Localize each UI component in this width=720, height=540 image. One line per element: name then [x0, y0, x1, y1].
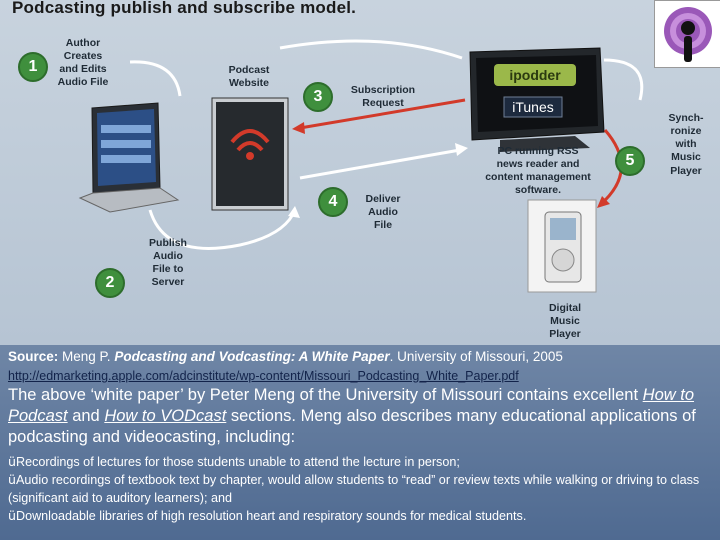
podcast-website-label: Podcast Website	[228, 64, 270, 90]
step-3-badge: 3	[303, 82, 333, 112]
subscription-request-label: Subscription Request	[350, 84, 416, 110]
bullet-mark: ü	[8, 472, 16, 487]
step-1-badge: 1	[18, 52, 48, 82]
podcast-diagram: Podcasting publish and subscribe model.	[0, 0, 720, 345]
podcast-logo-icon	[654, 0, 720, 68]
deliver-audio-label: Deliver Audio File	[365, 193, 401, 232]
source-work: Podcasting and Vodcasting: A White Paper	[114, 349, 390, 364]
paragraph-text-1: The above ‘white paper’ by Peter Meng of…	[8, 386, 643, 404]
how-to-vodcast-link[interactable]: How to VODcast	[104, 407, 227, 425]
source-author: Meng P.	[58, 349, 115, 364]
list-item: üRecordings of lectures for those studen…	[8, 453, 713, 471]
slide-text: Source: Meng P. Podcasting and Vodcastin…	[0, 345, 720, 540]
bullet-text: Recordings of lectures for those student…	[15, 455, 460, 469]
ipodder-logo-text: ipodder	[509, 67, 561, 83]
monitor-icon: ipodder iTunes	[469, 47, 605, 152]
source-line: Source: Meng P. Podcasting and Vodcastin…	[8, 349, 563, 364]
bullet-list: üRecordings of lectures for those studen…	[8, 453, 713, 525]
laptop-icon	[78, 102, 180, 213]
list-item: üDownloadable libraries of high resoluti…	[8, 507, 713, 525]
itunes-label: iTunes	[512, 99, 554, 115]
pc-software-label: PC running RSS news reader and content m…	[485, 145, 591, 197]
bullet-mark: ü	[8, 508, 16, 523]
music-player-label: Digital Music Player	[548, 302, 582, 341]
how-to-podcast-link[interactable]: How to Podcast	[8, 386, 695, 425]
bullet-mark: ü	[8, 454, 16, 469]
diagram-title: Podcasting publish and subscribe model.	[12, 0, 357, 17]
paragraph-text-2: and	[67, 407, 105, 425]
list-item: üAudio recordings of textbook text by ch…	[8, 471, 713, 507]
step-2-badge: 2	[95, 268, 125, 298]
author-label: Author Creates and Edits Audio File	[57, 37, 109, 89]
publish-label: Publish Audio File to Server	[149, 237, 187, 289]
server-icon	[211, 97, 289, 211]
description-paragraph: The above ‘white paper’ by Peter Meng of…	[8, 385, 713, 448]
synchronize-label: Synch- ronize with Music Player	[668, 112, 704, 177]
ipod-icon	[527, 199, 597, 293]
bullet-text: Downloadable libraries of high resolutio…	[15, 509, 527, 523]
source-rest: . University of Missouri, 2005	[389, 349, 563, 364]
diagram-graphics: ipodder iTunes	[78, 47, 623, 293]
paragraph-text-3: sections. Meng also describes many educa…	[8, 407, 696, 446]
source-link[interactable]: http://edmarketing.apple.com/adcinstitut…	[8, 369, 519, 383]
step-4-badge: 4	[318, 187, 348, 217]
bullet-text: Audio recordings of textbook text by cha…	[8, 473, 700, 505]
source-label: Source:	[8, 349, 59, 364]
step-5-badge: 5	[615, 146, 645, 176]
